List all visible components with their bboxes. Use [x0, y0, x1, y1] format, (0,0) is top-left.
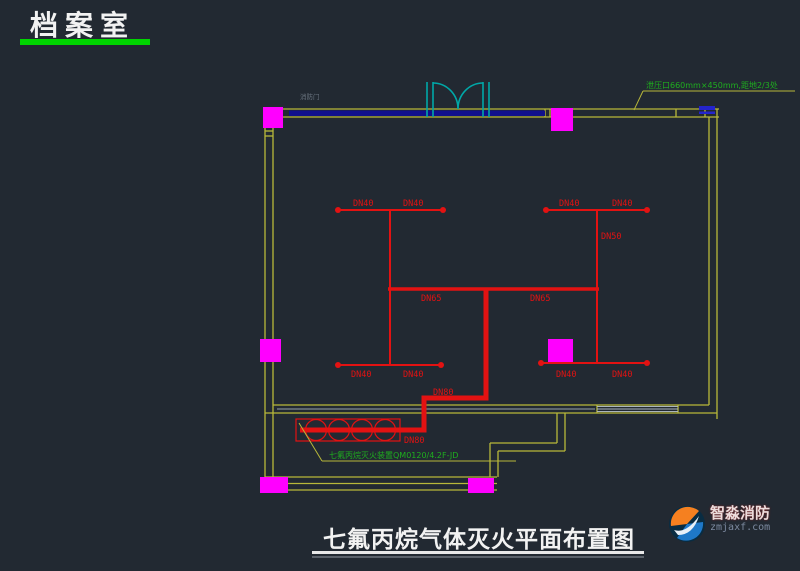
- pipe-label: DN40: [556, 370, 576, 380]
- column: [260, 477, 288, 493]
- pipe-label: DN40: [351, 370, 371, 380]
- column: [548, 339, 573, 362]
- cylinder-bank: [295, 418, 401, 442]
- pipe-diameter-labels: DN40 DN40 DN40 DN40 DN40 DN40 DN40 DN40 …: [351, 199, 632, 446]
- door-swing-right: [457, 82, 484, 110]
- column: [551, 108, 573, 131]
- drawing-title: 七氟丙烷气体灭火平面布置图: [323, 527, 635, 553]
- pipe-label: DN40: [353, 199, 373, 209]
- pipe-label: DN65: [421, 294, 441, 304]
- cylinder-callout: 七氟丙烷灭火装置QM0120/4.2F-JD: [298, 422, 516, 462]
- gas-piping: [300, 209, 648, 433]
- pipe-label: DN40: [403, 370, 423, 380]
- cylinder-note: 七氟丙烷灭火装置QM0120/4.2F-JD: [329, 450, 458, 460]
- branch-bottom-left: [337, 289, 442, 366]
- gas-cylinder: [327, 418, 351, 442]
- nozzle: [644, 207, 650, 213]
- gas-cylinder: [350, 418, 374, 442]
- column: [263, 107, 283, 128]
- pipe-label: DN40: [559, 199, 579, 209]
- nozzle: [335, 362, 341, 368]
- structural-columns: [260, 107, 573, 493]
- pipe-label: DN80: [404, 436, 424, 446]
- door-swing-left: [432, 82, 459, 110]
- pipe-label: DN80: [433, 388, 453, 398]
- column: [468, 478, 494, 493]
- dn80-supply-pipe: [300, 289, 489, 433]
- nozzle: [438, 362, 444, 368]
- pipe-label: DN50: [601, 232, 621, 242]
- nozzle: [644, 360, 650, 366]
- pressure-relief-vent: [699, 106, 715, 114]
- drawing-title-underline: [312, 551, 644, 554]
- relief-vent-note: 泄压口660mm×450mm,距地2/3处: [646, 80, 778, 90]
- branch-bottom-right: [540, 289, 648, 364]
- pipe-label: DN40: [612, 199, 632, 209]
- pipe-label: DN40: [612, 370, 632, 380]
- watermark-site: zmjaxf.com: [710, 521, 771, 533]
- window: [597, 406, 678, 412]
- branch-top-right: [545, 209, 648, 289]
- top-wall-fill: [289, 110, 545, 116]
- watermark: 智淼消防 zmjaxf.com: [668, 505, 770, 543]
- room-label: 档案室: [30, 9, 136, 42]
- room-walls: [264, 108, 719, 491]
- watermark-logo-icon: [669, 506, 705, 542]
- relief-vent-callout: 泄压口660mm×450mm,距地2/3处: [633, 80, 795, 111]
- column: [260, 339, 281, 362]
- gas-cylinder: [304, 418, 328, 442]
- pipe-label: DN40: [403, 199, 423, 209]
- drawing-title-underline-sub: [312, 556, 644, 558]
- room-label-underline: [20, 39, 150, 45]
- double-door: [426, 82, 490, 117]
- branch-top-left: [337, 209, 444, 289]
- nozzle: [335, 207, 341, 213]
- gas-cylinder: [373, 418, 397, 442]
- nozzle: [538, 360, 544, 366]
- door-note: 消防门: [300, 92, 320, 101]
- pipe-label: DN65: [530, 294, 550, 304]
- watermark-brand: 智淼消防: [710, 504, 771, 522]
- discharge-nozzles: [335, 207, 650, 368]
- nozzle: [543, 207, 549, 213]
- nozzle: [440, 207, 446, 213]
